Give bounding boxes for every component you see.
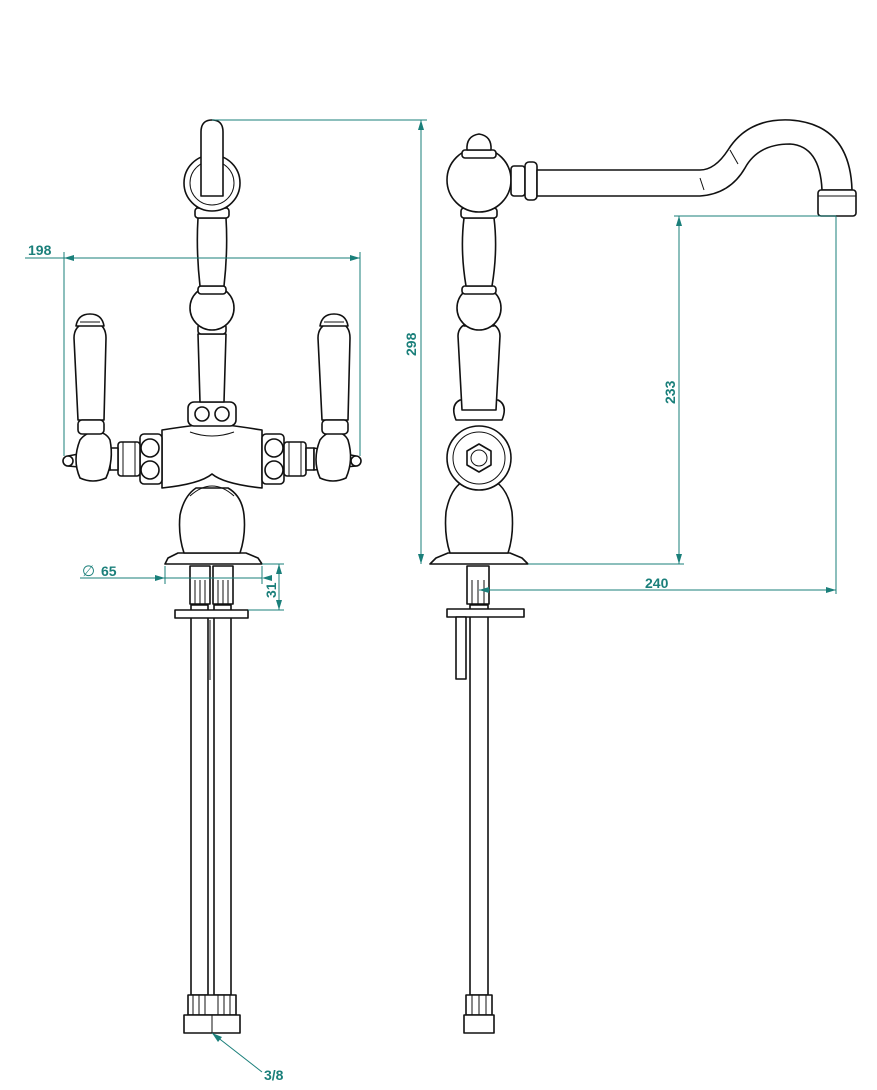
front-right-lever-handle (313, 313, 362, 482)
side-spout-column (446, 133, 512, 331)
front-view (62, 119, 362, 1034)
base-diameter-dimension-label: 65 (101, 563, 117, 579)
front-mixer-body (161, 423, 263, 489)
spout-height-dimension-label: 233 (662, 380, 678, 404)
width-dimension-label: 198 (28, 242, 52, 258)
dimension-lines (25, 119, 837, 1073)
front-right-connector (261, 433, 315, 485)
side-base-plate (429, 552, 529, 565)
front-base-plate (164, 552, 263, 565)
connection-size-label: 3/8 (264, 1067, 284, 1083)
front-pedestal (178, 487, 246, 554)
diameter-symbol: ∅ (82, 563, 95, 580)
front-shanks (189, 565, 234, 605)
spout-reach-dimension-label: 240 (645, 575, 669, 591)
side-supply-hose (446, 565, 525, 1034)
front-left-connector (109, 433, 163, 485)
deck-height-dimension-label: 31 (263, 582, 279, 598)
side-spout (510, 119, 857, 217)
front-supply-hoses (174, 604, 249, 1034)
side-view (429, 119, 857, 1034)
height-dimension-label: 298 (403, 332, 419, 356)
side-hex-body (446, 425, 512, 491)
side-pedestal (444, 481, 514, 554)
front-left-lever-handle (62, 313, 113, 482)
front-spout-column (183, 119, 241, 403)
